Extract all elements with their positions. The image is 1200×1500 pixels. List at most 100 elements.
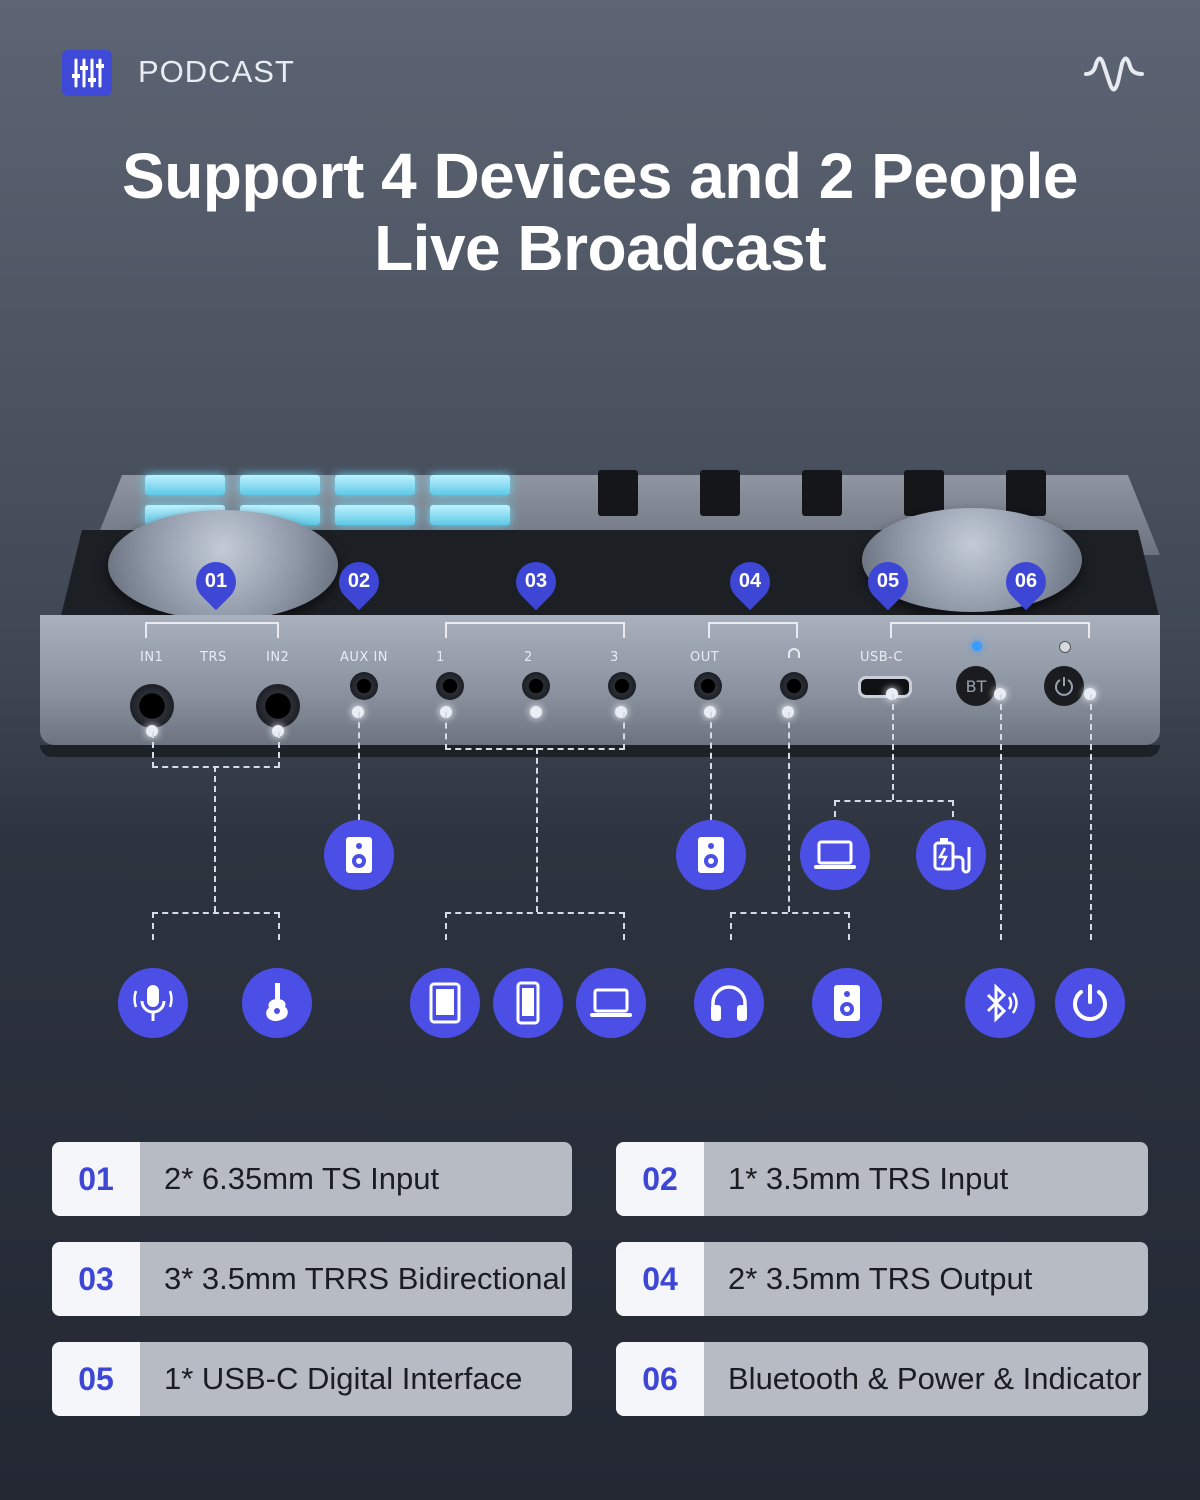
feature-label: 2* 6.35mm TS Input [164, 1161, 440, 1196]
jack-aux-in [350, 672, 378, 700]
feature-number: 01 [52, 1142, 140, 1216]
connector-line [152, 912, 280, 940]
bracket-06 [890, 622, 1090, 638]
podcast-logo-icon [62, 50, 112, 96]
port-label-in2: IN2 [266, 650, 290, 665]
fader [598, 470, 638, 516]
jack-out [694, 672, 722, 700]
connector-line [710, 712, 712, 820]
sound-pad [240, 475, 320, 495]
feature-item-01: 01 2* 6.35mm TS Input [52, 1142, 572, 1216]
title-line-2: Live Broadcast [374, 212, 826, 284]
connector-dot [272, 725, 284, 737]
power-button [1044, 666, 1084, 706]
power-indicator-light [1059, 641, 1071, 653]
port-label-out: OUT [690, 650, 720, 665]
connector-line [445, 912, 625, 940]
feature-label: 2* 3.5mm TRS Output [728, 1261, 1033, 1296]
speaker-icon [676, 820, 746, 890]
jack-trrs-2 [522, 672, 550, 700]
feature-label: 1* USB-C Digital Interface [164, 1361, 523, 1396]
bluetooth-icon [965, 968, 1035, 1038]
sound-pad [430, 505, 510, 525]
connector-line [445, 712, 625, 750]
connector-line [1000, 694, 1002, 940]
bracket-04 [708, 622, 798, 638]
connector-dot [530, 706, 542, 718]
port-label-in1: IN1 [140, 650, 164, 665]
fader [904, 470, 944, 516]
connector-line [214, 766, 216, 912]
device-base [40, 745, 1160, 757]
connector-line [788, 712, 790, 912]
bracket-01 [145, 622, 279, 638]
page-title: Support 4 Devices and 2 People Live Broa… [0, 140, 1200, 284]
port-label-1: 1 [436, 650, 445, 665]
feature-item-06: 06 Bluetooth & Power & Indicator [616, 1342, 1148, 1416]
feature-label: 3* 3.5mm TRRS Bidirectional [164, 1261, 567, 1296]
port-label-aux: AUX IN [340, 650, 389, 665]
connector-line [536, 748, 538, 912]
bt-indicator-light [972, 641, 982, 651]
pin-number-03: 03 [524, 570, 548, 592]
phone-icon [493, 968, 563, 1038]
jack-in2 [256, 684, 300, 728]
feature-item-03: 03 3* 3.5mm TRRS Bidirectional [52, 1242, 572, 1316]
feature-label: Bluetooth & Power & Indicator [728, 1361, 1142, 1396]
sound-pad [335, 475, 415, 495]
pin-number-02: 02 [347, 570, 371, 592]
feature-number: 05 [52, 1342, 140, 1416]
connector-line [152, 732, 280, 768]
pin-number-04: 04 [738, 570, 762, 592]
charger-icon [916, 820, 986, 890]
feature-item-05: 05 1* USB-C Digital Interface [52, 1342, 572, 1416]
jack-headphone [780, 672, 808, 700]
pin-number-05: 05 [876, 570, 900, 592]
connector-line [892, 694, 894, 800]
connector-line [1090, 694, 1092, 940]
port-label-2: 2 [524, 650, 533, 665]
feature-item-02: 02 1* 3.5mm TRS Input [616, 1142, 1148, 1216]
feature-number: 06 [616, 1342, 704, 1416]
fader [700, 470, 740, 516]
connector-line [834, 800, 954, 828]
fader [1006, 470, 1046, 516]
speaker-icon [324, 820, 394, 890]
connector-line [358, 712, 360, 820]
bracket-03 [445, 622, 625, 638]
power-symbol-icon [1055, 677, 1073, 696]
fader [802, 470, 842, 516]
port-label-3: 3 [610, 650, 619, 665]
pin-number-06: 06 [1014, 570, 1038, 592]
feature-label: 1* 3.5mm TRS Input [728, 1161, 1009, 1196]
feature-number: 02 [616, 1142, 704, 1216]
waveform-icon [1082, 52, 1146, 100]
feature-number: 03 [52, 1242, 140, 1316]
guitar-icon [242, 968, 312, 1038]
speaker-icon [812, 968, 882, 1038]
feature-number: 04 [616, 1242, 704, 1316]
tablet-icon [410, 968, 480, 1038]
port-label-trs: TRS [200, 650, 227, 665]
bt-button: BT [956, 666, 996, 706]
title-line-1: Support 4 Devices and 2 People [122, 140, 1078, 212]
power-icon [1055, 968, 1125, 1038]
sound-pad [430, 475, 510, 495]
laptop-icon [576, 968, 646, 1038]
usb-c-port [858, 676, 912, 698]
port-label-usbc: USB-C [860, 650, 903, 665]
feature-item-04: 04 2* 3.5mm TRS Output [616, 1242, 1148, 1316]
laptop-icon [800, 820, 870, 890]
microphone-icon [118, 968, 188, 1038]
jack-in1 [130, 684, 174, 728]
pin-number-01: 01 [204, 570, 228, 592]
jack-trrs-1 [436, 672, 464, 700]
sound-pad [335, 505, 415, 525]
jack-trrs-3 [608, 672, 636, 700]
connector-dot [146, 725, 158, 737]
sound-pad [145, 475, 225, 495]
headphone-port-icon [786, 646, 802, 666]
headphones-icon [694, 968, 764, 1038]
brand-label: PODCAST [138, 54, 295, 89]
connector-line [730, 912, 850, 940]
